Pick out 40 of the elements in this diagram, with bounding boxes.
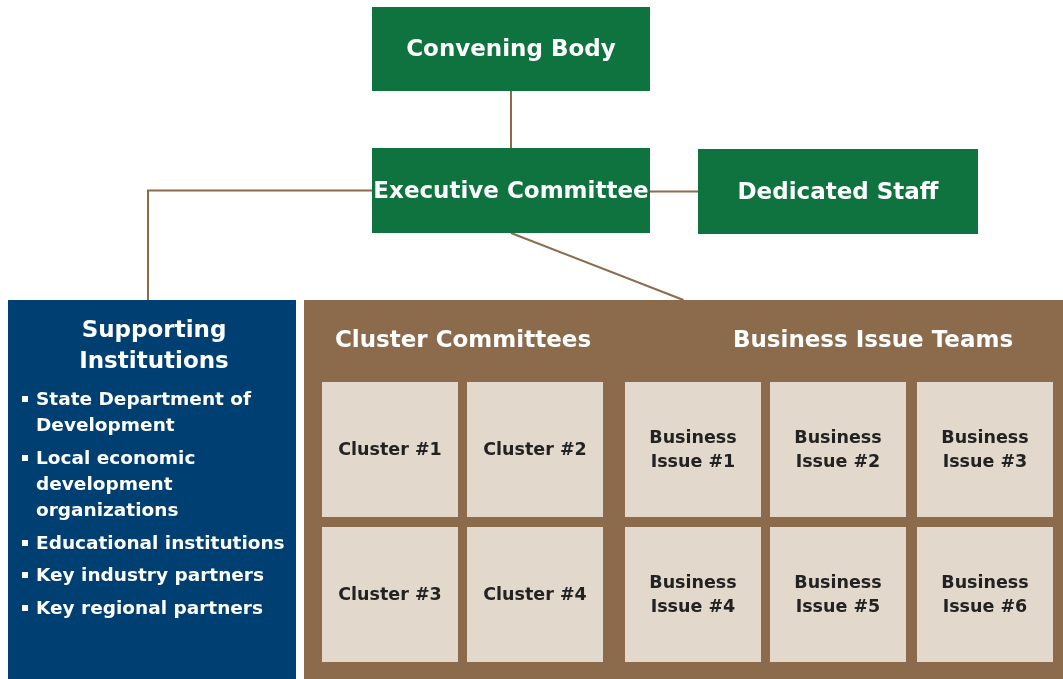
- team-box: [770, 527, 906, 662]
- panel-heading: Supporting Institutions: [78, 315, 230, 376]
- bullet-item: Key industry partners: [22, 562, 286, 589]
- bullet-item: Educational institutions: [22, 529, 286, 556]
- connector-line: [510, 232, 685, 301]
- team-box: [625, 382, 761, 517]
- org-box: [698, 149, 978, 234]
- connector-line: [510, 90, 512, 149]
- box-label: Cluster #1: [338, 437, 442, 461]
- team-box: [467, 382, 603, 517]
- box-label: Dedicated Staff: [737, 176, 939, 206]
- team-box: [770, 382, 906, 517]
- team-box: [322, 382, 458, 517]
- box-label: Business Issue #6: [940, 570, 1030, 618]
- box-label: Cluster #2: [483, 437, 587, 461]
- team-box: [625, 527, 761, 662]
- box-label: Convening Body: [406, 34, 616, 64]
- box-label: Business Issue #3: [940, 425, 1030, 473]
- box-label: Executive Committee: [373, 175, 649, 205]
- box-label: Business Issue #2: [793, 425, 883, 473]
- org-box: [372, 7, 650, 91]
- box-label: Cluster #4: [483, 582, 587, 606]
- team-box: [467, 527, 603, 662]
- bullet-item: Local economic development organizations: [22, 444, 286, 523]
- group-heading: Business Issue Teams: [731, 326, 1015, 352]
- box-label: Business Issue #1: [648, 425, 738, 473]
- connector-line: [147, 189, 373, 301]
- team-box: [917, 382, 1053, 517]
- box-label: Cluster #3: [338, 582, 442, 606]
- bullet-item: State Department of Development: [22, 386, 286, 438]
- group-heading: Cluster Committees: [333, 326, 593, 352]
- team-box: [917, 527, 1053, 662]
- info-panel: [8, 300, 296, 679]
- group-panel: [304, 300, 1063, 679]
- bullet-item: Key regional partners: [22, 595, 286, 622]
- connector-line: [649, 190, 699, 193]
- org-box: [372, 148, 650, 233]
- team-box: [322, 527, 458, 662]
- box-label: Business Issue #4: [648, 570, 738, 618]
- box-label: Business Issue #5: [793, 570, 883, 618]
